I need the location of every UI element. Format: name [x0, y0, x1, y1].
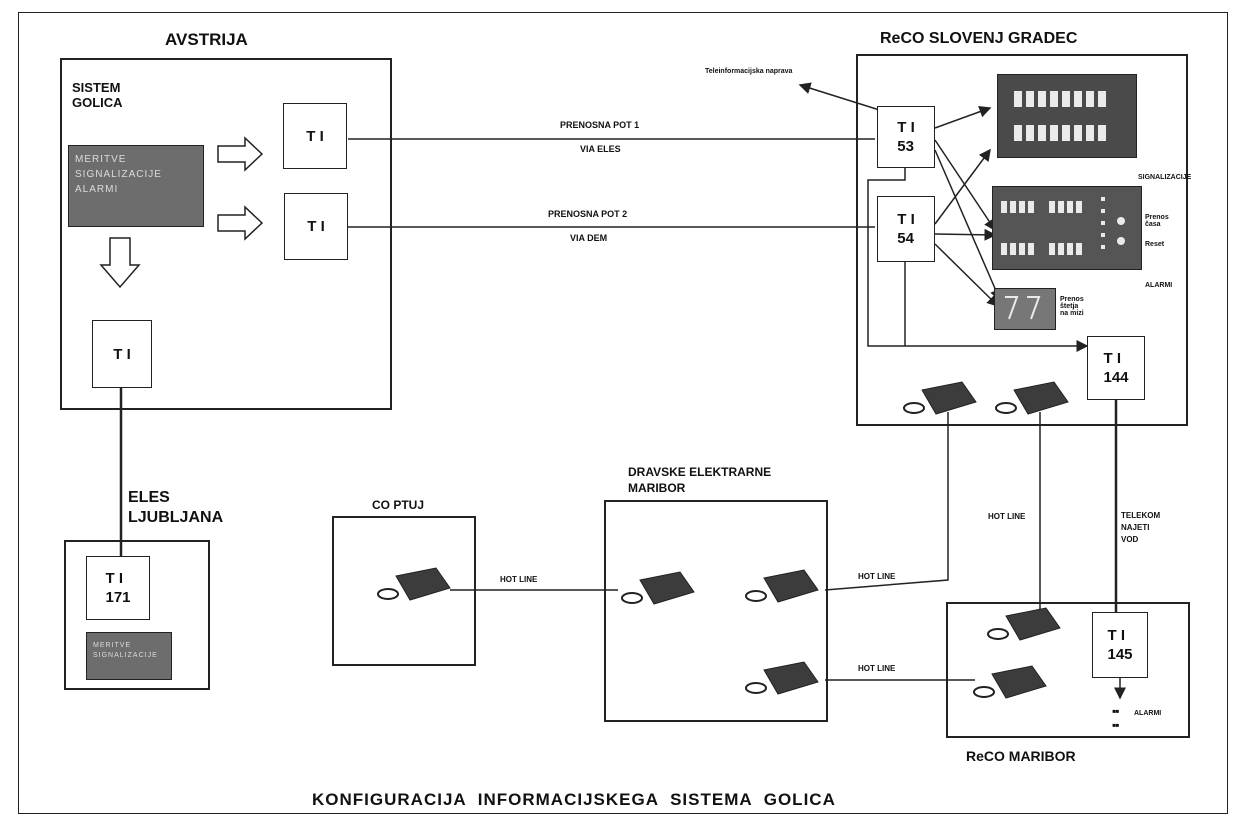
co-ptuj-label: CO PTUJ: [372, 498, 425, 512]
phone-icon: [745, 569, 819, 603]
co-ptuj-box: [332, 516, 476, 666]
display-panel-3-graphic: [1005, 296, 1041, 320]
phone-icon: [745, 661, 819, 695]
eles-box: [64, 540, 210, 690]
phone-icon: [377, 567, 451, 601]
ti-label: T I: [306, 127, 324, 145]
reco-mb-label: ReCO MARIBOR: [966, 748, 1076, 764]
hotline-label-2: HOT LINE: [858, 572, 896, 581]
ti-53: T I 53: [877, 106, 935, 168]
path1-via: VIA ELES: [580, 144, 621, 154]
ti-171: T I 171: [86, 556, 150, 620]
panel-note-reset: Reset: [1145, 241, 1165, 248]
measurements-text: MERITVE SIGNALIZACIJE ALARMI: [75, 154, 162, 195]
ti-54: T I 54: [877, 196, 935, 262]
ti-145: T I 145: [1092, 612, 1148, 678]
signalizacije-label: SIGNALIZACIJE: [1138, 174, 1192, 181]
ti-label: T I 145: [1107, 627, 1133, 663]
telekom-label: TELEKOM NAJETI VOD: [1121, 511, 1161, 544]
phone-icon: [973, 665, 1047, 699]
phone-icon: [995, 381, 1069, 415]
display-panel-2: [992, 186, 1142, 270]
panel-note-count: Prenos štetja na mizi: [1060, 296, 1084, 317]
eles-grey-text: MERITVE SIGNALIZACIJE: [93, 642, 158, 659]
system-golica-label: SISTEM GOLICA: [72, 80, 123, 110]
display-panel-1: [997, 74, 1137, 158]
teleinfo-note: Teleinformacijska naprava: [705, 68, 793, 75]
dem-box: [604, 500, 828, 722]
ti-label: T I 144: [1103, 350, 1129, 386]
path2-label: PRENOSNA POT 2: [548, 209, 628, 219]
ti-144: T I 144: [1087, 336, 1145, 400]
ti-label: T I 171: [105, 570, 131, 606]
alarmi-mb-label: ALARMI: [1134, 710, 1162, 717]
path1-label: PRENOSNA POT 1: [560, 120, 640, 130]
phone-icon: [903, 381, 977, 415]
austria-box: [60, 58, 392, 410]
eles-grey-box: MERITVE SIGNALIZACIJE: [86, 632, 172, 680]
panel-note-time: Prenos časa: [1145, 214, 1169, 228]
alarmi-sg-label: ALARMI: [1145, 282, 1173, 289]
phone-icon: [621, 571, 695, 605]
reco-sg-label: ReCO SLOVENJ GRADEC: [880, 30, 1078, 47]
diagram-title: KONFIGURACIJA INFORMACIJSKEGA SISTEMA GO…: [312, 790, 836, 809]
phone-icon: [987, 607, 1061, 641]
ti-austria-bottom: T I: [92, 320, 152, 388]
path2-via: VIA DEM: [570, 233, 608, 243]
measurements-box: MERITVE SIGNALIZACIJE ALARMI: [68, 145, 204, 227]
display-panel-2-graphic: [1001, 197, 1125, 255]
hotline-label-3: HOT LINE: [858, 664, 896, 673]
ti-austria-top: T I: [283, 103, 347, 169]
display-panel-3: [994, 288, 1056, 330]
eles-label: ELES LJUBLJANA: [128, 489, 224, 526]
hotline-label-4: HOT LINE: [988, 512, 1026, 521]
alarm-lights-icon: ▪▪▪▪: [1112, 704, 1119, 732]
ti-austria-mid: T I: [284, 193, 348, 260]
austria-label: AVSTRIJA: [165, 30, 248, 49]
hotline-label-1: HOT LINE: [500, 575, 538, 584]
ti-label: T I: [307, 218, 325, 235]
display-panel-1-graphic: [1014, 91, 1106, 141]
dem-label: DRAVSKE ELEKTRARNE MARIBOR: [628, 465, 772, 495]
reco-sg-box: [856, 54, 1188, 426]
ti-label: T I 53: [897, 119, 915, 155]
ti-label: T I 54: [897, 211, 915, 247]
ti-label: T I: [113, 345, 131, 363]
diagram-frame: [18, 12, 1228, 814]
reco-mb-box: [946, 602, 1190, 738]
